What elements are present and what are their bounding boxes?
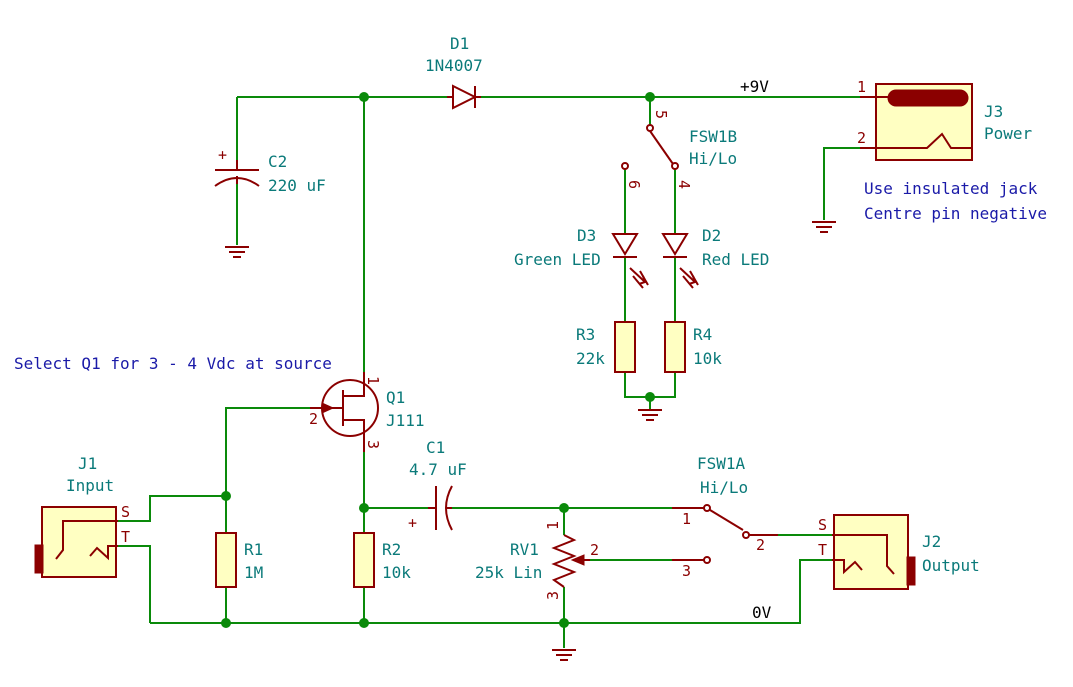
fsw1b-pin4: 4 <box>675 180 693 189</box>
junction <box>559 618 569 628</box>
fsw1a-ref: FSW1A <box>697 454 746 473</box>
c2-ref: C2 <box>268 152 287 171</box>
d1-value: 1N4007 <box>425 56 483 75</box>
wire-bottom-rail <box>150 559 832 624</box>
fsw1a-pin1: 1 <box>682 510 691 528</box>
r4-ref: R4 <box>693 325 712 344</box>
junction <box>645 392 655 402</box>
j1-pin-s: S <box>121 503 130 521</box>
fsw1a-value: Hi/Lo <box>700 478 748 497</box>
resistor-r3: R3 22k <box>576 321 636 373</box>
ground-symbol <box>638 409 662 421</box>
ground-symbol <box>225 246 249 258</box>
junction <box>359 92 369 102</box>
junctions <box>221 92 655 628</box>
switch-fsw1b: 5 6 4 FSW1B Hi/Lo <box>621 110 737 189</box>
j2-ref: J2 <box>922 532 941 551</box>
q1-pin3: 3 <box>364 440 382 449</box>
junction <box>559 503 569 513</box>
junction <box>645 92 655 102</box>
switch-fsw1a: 1 2 3 FSW1A Hi/Lo <box>672 454 778 580</box>
r4-value: 10k <box>693 349 722 368</box>
d3-ref: D3 <box>577 226 596 245</box>
j3-pin1: 1 <box>857 78 866 96</box>
rv1-pin1: 1 <box>544 521 562 530</box>
note-jack-line2: Centre pin negative <box>864 204 1047 223</box>
net-label-9v: +9V <box>740 77 769 96</box>
fsw1b-pin6: 6 <box>625 180 643 189</box>
c2-value: 220 uF <box>268 176 326 195</box>
q1-pin2: 2 <box>309 410 318 428</box>
j3-pin2: 2 <box>857 129 866 147</box>
led-d2: D2 Red LED <box>661 226 769 289</box>
j3-ref: J3 <box>984 102 1003 121</box>
r1-value: 1M <box>244 563 263 582</box>
capacitor-c2: + C2 220 uF <box>214 146 326 195</box>
j2-value: Output <box>922 556 980 575</box>
wire-j1-sleeve <box>118 495 226 522</box>
wire-gate <box>225 407 310 533</box>
r3-ref: R3 <box>576 325 595 344</box>
c1-value: 4.7 uF <box>409 460 467 479</box>
junction <box>359 618 369 628</box>
note-jack-line1: Use insulated jack <box>864 179 1038 198</box>
wire-j1-tip <box>118 545 151 623</box>
c1-plus: + <box>408 514 417 532</box>
rv1-pin2: 2 <box>590 541 599 559</box>
jfet-q1: 1 2 3 Q1 J111 <box>309 372 425 452</box>
j1-ref: J1 <box>78 454 97 473</box>
fsw1b-pin5: 5 <box>652 110 670 119</box>
potentiometer-rv1: 1 2 3 RV1 25k Lin <box>475 521 599 600</box>
rv1-value: 25k Lin <box>475 563 542 582</box>
j3-value: Power <box>984 124 1033 143</box>
led-d3: D3 Green LED <box>514 226 649 289</box>
fsw1a-pin2: 2 <box>756 536 765 554</box>
q1-value: J111 <box>386 411 425 430</box>
resistor-r4: R4 10k <box>664 321 722 373</box>
resistor-r1: R1 1M <box>215 532 263 588</box>
j2-pin-t: T <box>818 541 827 559</box>
q1-pin1: 1 <box>364 376 382 385</box>
fsw1b-value: Hi/Lo <box>689 149 737 168</box>
resistor-r2: R2 10k <box>353 532 411 588</box>
r2-ref: R2 <box>382 540 401 559</box>
fsw1b-ref: FSW1B <box>689 127 737 146</box>
r3-value: 22k <box>576 349 605 368</box>
c2-plus: + <box>218 146 227 164</box>
junction <box>221 491 231 501</box>
j1-pin-t: T <box>121 528 130 546</box>
ground-symbol <box>552 649 576 661</box>
d1-ref: D1 <box>450 34 469 53</box>
d2-ref: D2 <box>702 226 721 245</box>
j2-pin-s: S <box>818 516 827 534</box>
ground-symbol <box>812 221 836 233</box>
junction <box>359 503 369 513</box>
jack-j2: S T J2 Output <box>818 514 980 590</box>
note-q1-select: Select Q1 for 3 - 4 Vdc at source <box>14 354 332 373</box>
capacitor-c1: + C1 4.7 uF <box>408 438 467 532</box>
j1-value: Input <box>66 476 114 495</box>
c1-ref: C1 <box>426 438 445 457</box>
r1-ref: R1 <box>244 540 263 559</box>
rv1-ref: RV1 <box>510 540 539 559</box>
d2-value: Red LED <box>702 250 769 269</box>
jack-j1: S T J1 Input <box>34 454 130 578</box>
r2-value: 10k <box>382 563 411 582</box>
jack-j3: 1 2 J3 Power <box>857 78 1033 161</box>
fsw1a-pin3: 3 <box>682 562 691 580</box>
d3-value: Green LED <box>514 250 601 269</box>
net-label-0v: 0V <box>752 603 772 622</box>
diode-d1: D1 1N4007 <box>425 34 483 110</box>
junction <box>221 618 231 628</box>
rv1-pin3: 3 <box>544 591 562 600</box>
wire-j3-gnd <box>823 147 860 220</box>
q1-ref: Q1 <box>386 388 405 407</box>
